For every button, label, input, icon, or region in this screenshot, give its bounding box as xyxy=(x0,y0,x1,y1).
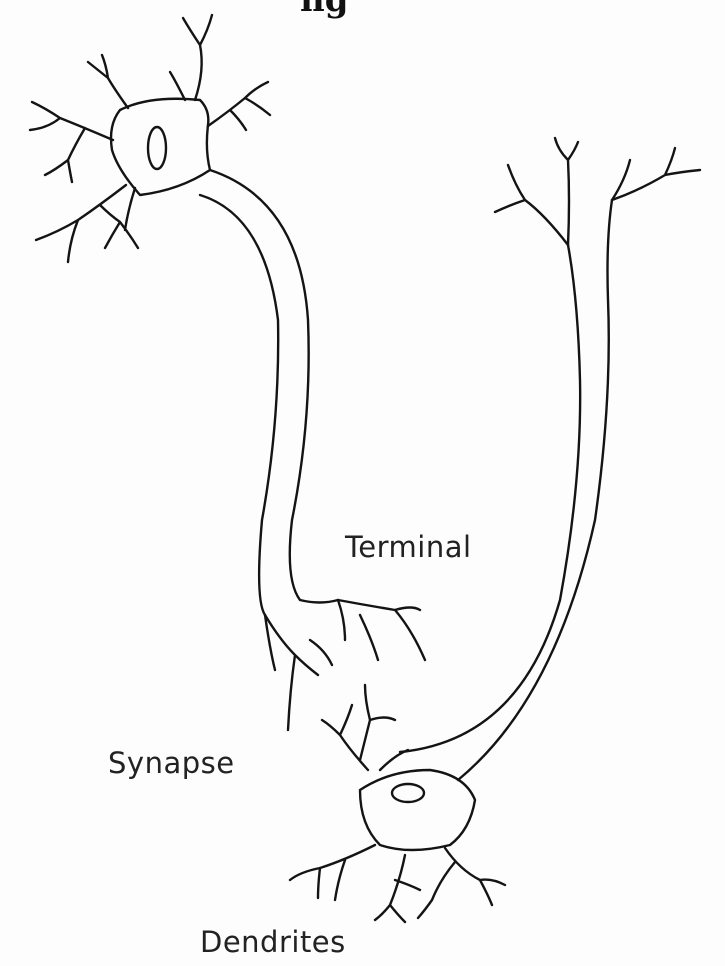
lower-neuron-axon xyxy=(400,200,612,780)
lower-neuron-synapse-dendrites xyxy=(322,685,408,770)
axon-terminal xyxy=(265,600,425,730)
lower-nucleus xyxy=(392,784,424,802)
lower-neuron-top-branches xyxy=(495,138,700,245)
upper-neuron-axon xyxy=(200,170,338,615)
upper-nucleus xyxy=(148,127,166,169)
lower-neuron-bottom-dendrites xyxy=(290,845,505,922)
synapse-label: Synapse xyxy=(108,746,235,780)
dendrites-label: Dendrites xyxy=(200,925,346,959)
terminal-label: Terminal xyxy=(345,530,472,564)
upper-neuron-cell-body xyxy=(111,99,210,195)
lower-neuron-cell-body xyxy=(360,770,475,850)
